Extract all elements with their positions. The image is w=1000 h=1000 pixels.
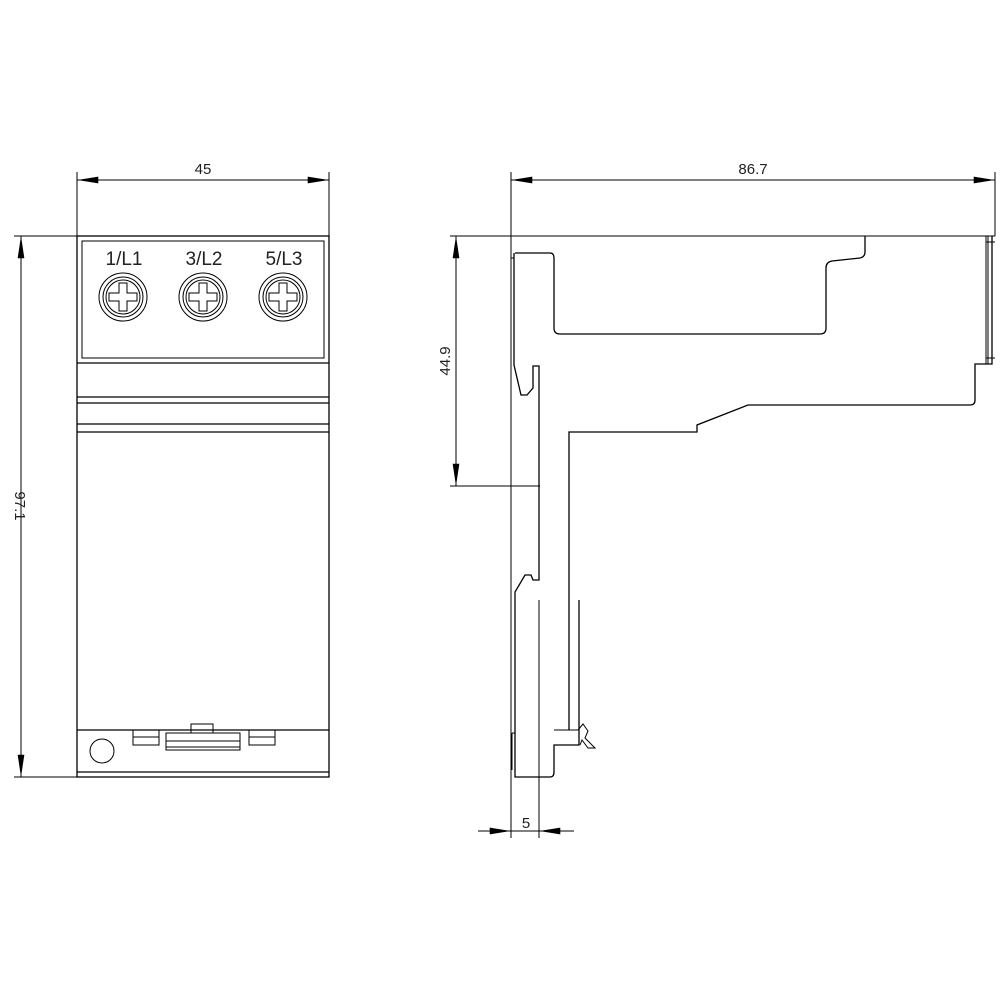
din-hook-upper xyxy=(513,253,540,486)
release-latch-icon xyxy=(577,723,597,749)
width-dimension: 45 xyxy=(76,161,330,236)
terminal-screw-2-icon xyxy=(178,272,228,322)
terminal-screw-1-icon xyxy=(98,272,148,322)
depth-dimension: 86.7 xyxy=(510,161,996,236)
indicator-hole-icon xyxy=(89,738,115,764)
housing-profile xyxy=(568,236,993,600)
upper-housing-profile xyxy=(515,236,866,335)
terminal-label-2: 3/L2 xyxy=(186,249,223,270)
front-view: 45 97.1 1/L1 3/L2 5/L3 xyxy=(11,161,330,778)
height-dimension-label: 97.1 xyxy=(11,491,28,520)
terminal-label-3: 5/L3 xyxy=(266,249,303,270)
terminal-screw-3-icon xyxy=(258,272,308,322)
rail-offset-dimension: 5 xyxy=(478,236,574,838)
din-hook-lower xyxy=(514,486,580,778)
terminal-cover xyxy=(81,240,325,359)
terminal-label-1: 1/L1 xyxy=(106,249,143,270)
housing-outline xyxy=(76,235,330,778)
mount-height-dimension-label: 44.9 xyxy=(437,346,454,375)
width-dimension-label: 45 xyxy=(195,161,212,178)
rail-offset-dimension-label: 5 xyxy=(522,815,530,832)
depth-dimension-label: 86.7 xyxy=(738,161,767,178)
height-dimension: 97.1 xyxy=(11,235,80,778)
mount-height-dimension: 44.9 xyxy=(437,235,995,487)
side-view: 86.7 44.9 5 xyxy=(437,161,996,838)
